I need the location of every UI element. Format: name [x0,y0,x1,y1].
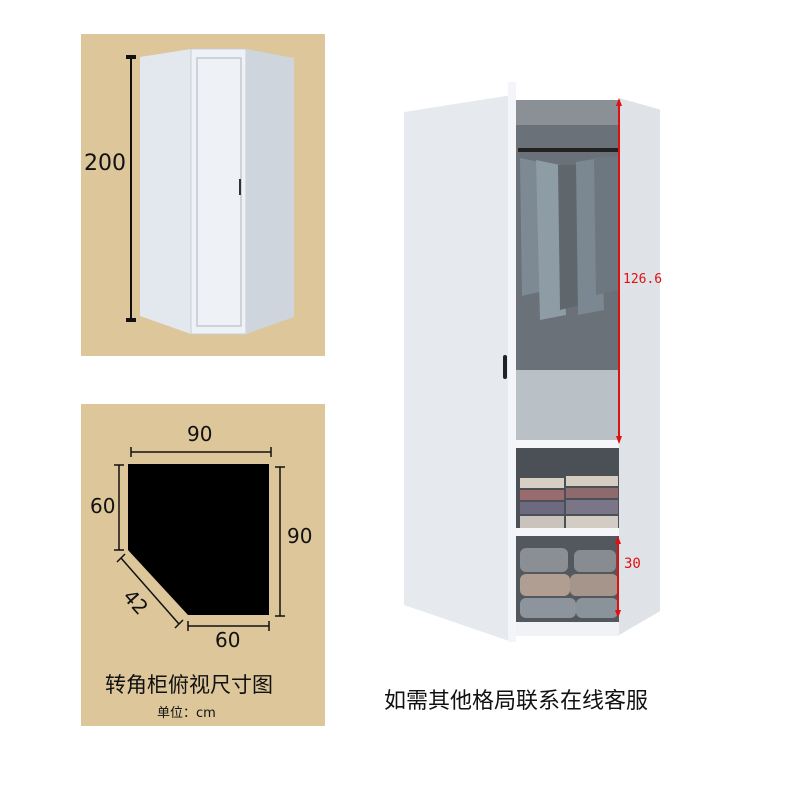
top-view-diagram [114,447,285,631]
right-depth-label: 90 [287,524,313,548]
bottom-shelf-height-label: 30 [624,556,641,572]
bottom-width-label: 60 [215,628,241,652]
top-view-title: 转角柜俯视尺寸图 [105,673,273,697]
top-width-label: 90 [187,422,213,446]
height-dimension-label: 200 [84,151,126,176]
left-depth-label: 60 [90,494,116,518]
top-view-panel: 90 60 90 42 60 转角柜俯视尺寸图 单位：cm [81,404,325,726]
front-view-panel: 200 [81,34,325,356]
unit-label: 单位：cm [157,706,216,721]
wardrobe-open-illustration [404,82,662,642]
interior-view: 126.6 30 [390,70,663,650]
wardrobe-front-illustration [126,48,294,335]
footer-note: 如需其他格局联系在线客服 [384,689,649,714]
hanging-height-label: 126.6 [623,272,663,287]
